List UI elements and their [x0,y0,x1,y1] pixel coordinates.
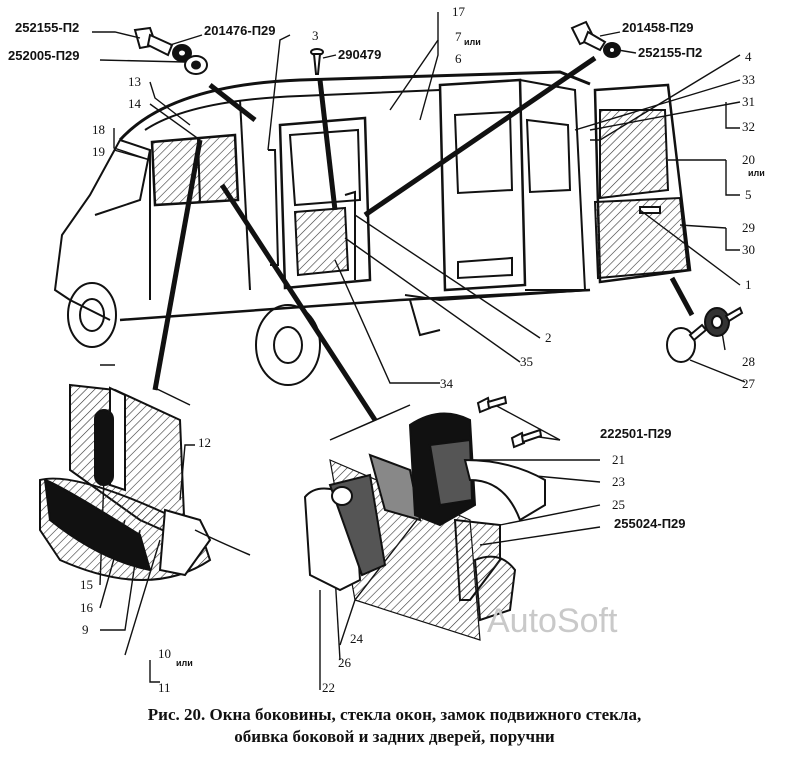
label-23: 23 [612,474,625,489]
screw-290479 [310,48,324,75]
bolt-washer-group-top-left [133,26,208,75]
label-33: 33 [742,72,755,87]
bolt-washer-group-top-right [570,20,621,58]
label-255024: 255024-П29 [614,516,686,531]
caption-line-1: Рис. 20. Окна боковины, стекла окон, зам… [147,705,642,724]
leader-bars [152,55,695,422]
figure-caption: Рис. 20. Окна боковины, стекла окон, зам… [0,704,789,748]
detail-glass-lock [303,395,546,641]
label-21: 21 [612,452,625,467]
label-201476: 201476-П29 [204,23,276,38]
label-7-ili: или [464,37,481,47]
label-26: 26 [338,655,352,670]
button-clip-27-28 [666,306,744,363]
label-252155-right: 252155-П2 [638,45,702,60]
label-290479: 290479 [338,47,381,62]
part-code-leaders [92,31,637,63]
caption-line-2: обивка боковой и задних дверей, поручни [234,727,555,746]
label-24: 24 [350,631,364,646]
label-20-ili: или [748,168,765,178]
label-13: 13 [128,74,141,89]
label-15: 15 [80,577,93,592]
label-11: 11 [158,680,171,695]
label-19: 19 [92,144,105,159]
exploded-view-diagram: AutoSoft 252155-П2 201476-П29 252005-П29… [8,4,765,695]
label-252155-top: 252155-П2 [15,20,79,35]
label-6: 6 [455,51,462,66]
label-30: 30 [742,242,755,257]
label-28: 28 [742,354,755,369]
label-25: 25 [612,497,625,512]
label-32: 32 [742,119,755,134]
label-29: 29 [742,220,755,235]
label-14: 14 [128,96,142,111]
label-12: 12 [198,435,211,450]
label-31: 31 [742,94,755,109]
part-number-labels: 3 17 7 или 6 13 14 18 19 4 33 31 32 20 и… [80,4,765,695]
label-27: 27 [742,376,756,391]
label-20: 20 [742,152,755,167]
label-10-ili: или [176,658,193,668]
label-5: 5 [745,187,752,202]
label-9: 9 [82,622,89,637]
label-252005: 252005-П29 [8,48,80,63]
label-22: 22 [322,680,335,695]
label-34: 34 [440,376,454,391]
label-2: 2 [545,330,552,345]
part-code-labels: 252155-П2 201476-П29 252005-П29 290479 2… [8,20,702,531]
label-201458: 201458-П29 [622,20,694,35]
label-222501: 222501-П29 [600,426,672,441]
label-3: 3 [312,28,319,43]
label-1: 1 [745,277,752,292]
label-18: 18 [92,122,105,137]
label-35: 35 [520,354,533,369]
label-17: 17 [452,4,466,19]
label-10: 10 [158,646,171,661]
van-illustration [53,70,692,386]
detail-window-seal [39,364,251,581]
label-7: 7 [455,29,462,44]
label-16: 16 [80,600,94,615]
watermark: AutoSoft [487,602,618,640]
label-4: 4 [745,49,752,64]
